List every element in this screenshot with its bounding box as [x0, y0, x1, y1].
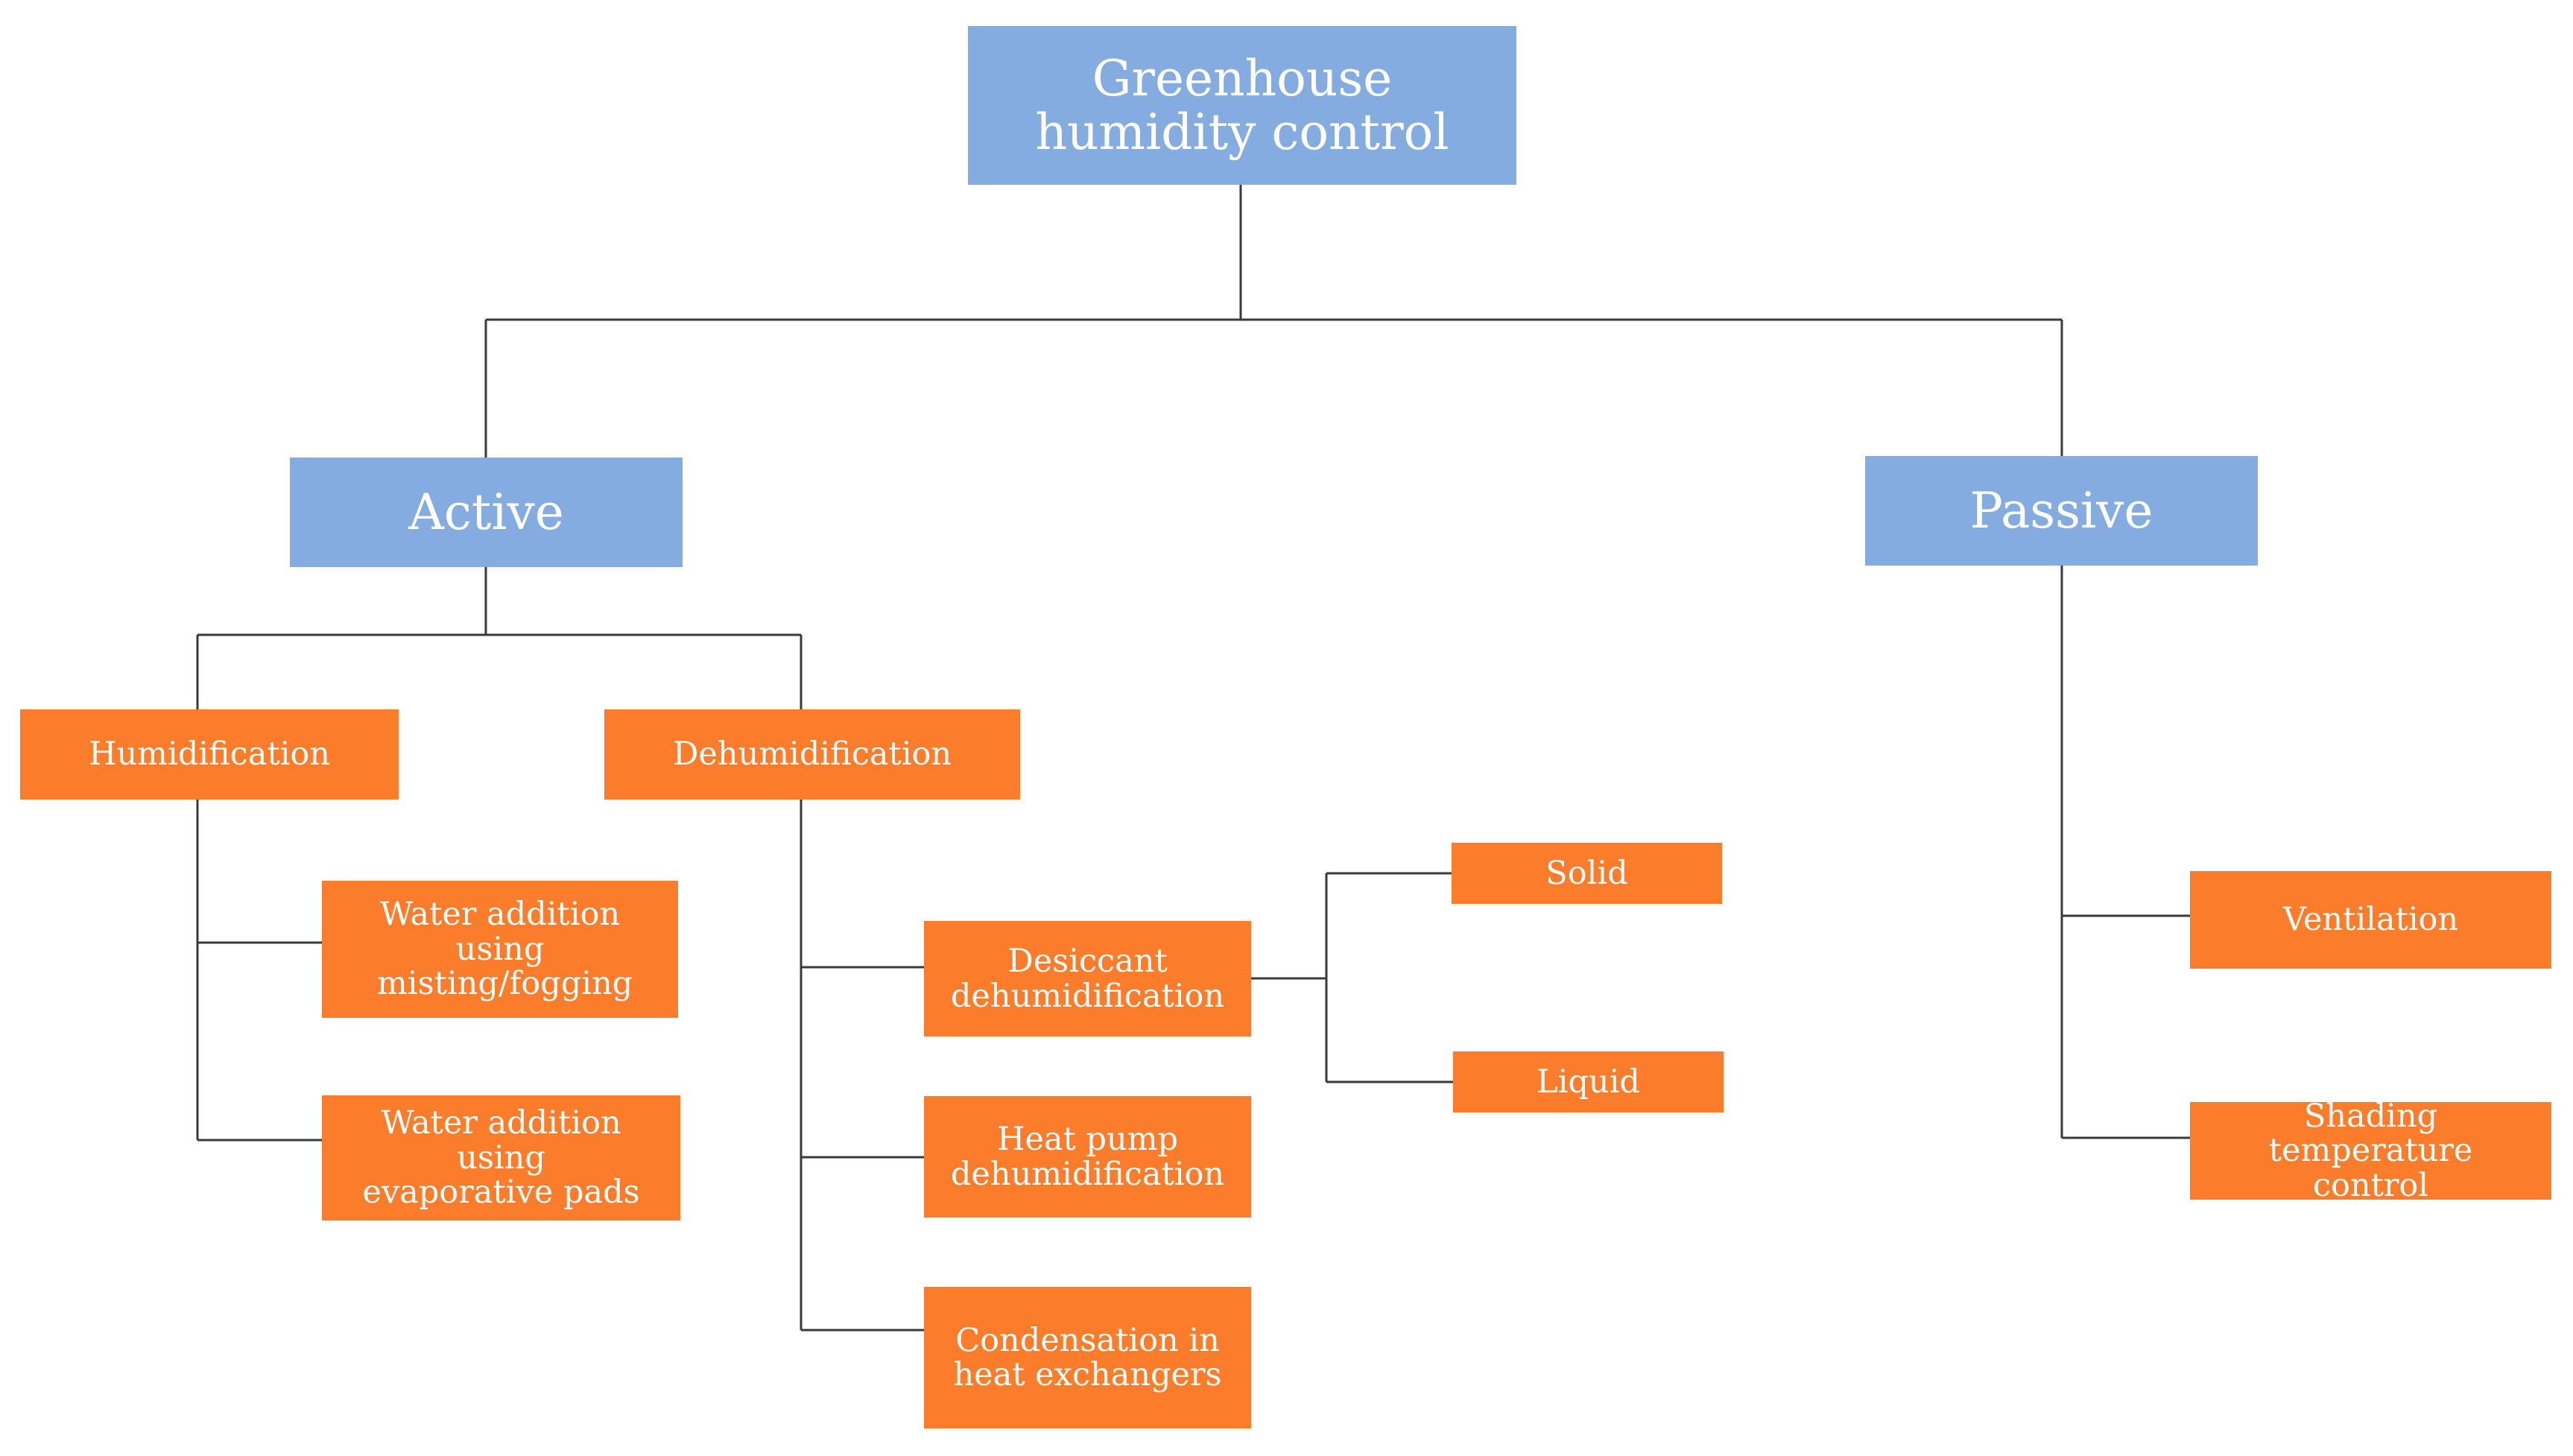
- root-label: Greenhouse humidity control: [1035, 50, 1449, 161]
- passive-node: Passive: [1865, 456, 2258, 566]
- evaporative-pads-label: Water addition using evaporative pads: [362, 1104, 640, 1212]
- ventilation-node: Ventilation: [2190, 871, 2551, 969]
- misting-label: Water addition using misting/fogging: [377, 896, 633, 1003]
- active-node: Active: [290, 458, 683, 567]
- dehumidification-node: Dehumidification: [604, 709, 1020, 800]
- dehumidification-label: Dehumidification: [672, 735, 952, 773]
- root-node: Greenhouse humidity control: [968, 26, 1516, 185]
- shading-node: Shading temperature control: [2190, 1097, 2551, 1204]
- heat-pump-node: Heat pump dehumidification: [924, 1096, 1251, 1218]
- liquid-label: Liquid: [1536, 1063, 1640, 1101]
- ventilation-label: Ventilation: [2282, 901, 2459, 939]
- misting-node: Water addition using misting/fogging: [322, 881, 678, 1018]
- condensation-node: Condensation in heat exchangers: [924, 1287, 1251, 1428]
- liquid-node: Liquid: [1453, 1051, 1724, 1112]
- humidification-node: Humidification: [20, 709, 399, 800]
- evaporative-pads-node: Water addition using evaporative pads: [322, 1095, 680, 1221]
- desiccant-node: Desiccant dehumidification: [924, 921, 1251, 1036]
- condensation-label: Condensation in heat exchangers: [953, 1321, 1222, 1393]
- active-label: Active: [408, 483, 564, 541]
- solid-node: Solid: [1452, 843, 1722, 904]
- desiccant-label: Desiccant dehumidification: [950, 943, 1225, 1015]
- shading-label: Shading temperature control: [2268, 1097, 2473, 1204]
- humidification-label: Humidification: [88, 735, 330, 773]
- passive-label: Passive: [1969, 481, 2153, 539]
- solid-label: Solid: [1545, 854, 1628, 892]
- heat-pump-label: Heat pump dehumidification: [950, 1121, 1225, 1193]
